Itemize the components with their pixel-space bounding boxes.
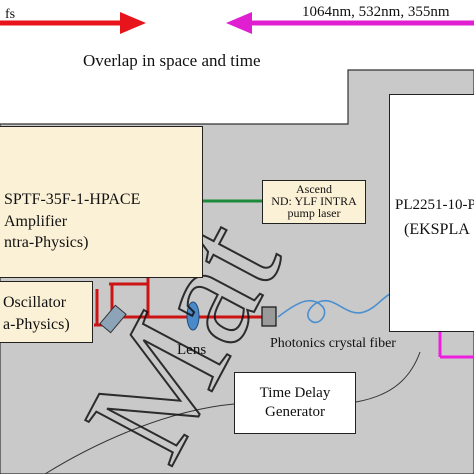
lens-label: Lens [177, 342, 207, 358]
fiber-coupler-icon [261, 306, 277, 327]
delay-cable-left [44, 403, 235, 474]
ekspla-model: PL2251-10-P [395, 197, 474, 213]
wavelength-label: 1064nm, 532nm, 355nm [302, 4, 450, 20]
pump-laser-name: Ascend [296, 182, 332, 196]
pump-laser-type: ND: YLF INTRA [271, 194, 357, 208]
lens-icon [186, 301, 200, 331]
oscillator-box: Oscillator a-Physics) [0, 281, 93, 343]
overlap-label: Overlap in space and time [83, 51, 261, 70]
ekspla-laser-box: PL2251-10-P (EKSPLA [389, 94, 474, 332]
time-delay-generator-box: Time Delay Generator [234, 372, 356, 434]
delay-generator-line2: Generator [265, 404, 325, 420]
amplifier-label: Amplifier [4, 213, 68, 230]
pulse-duration-label: fs [5, 7, 16, 22]
ekspla-maker: (EKSPLA [404, 221, 470, 238]
oscillator-label: Oscillator [3, 294, 67, 311]
magenta-beam [438, 332, 474, 359]
oscillator-maker: a-Physics) [3, 316, 70, 333]
fiber-label: Photonics crystal fiber [270, 336, 396, 351]
delay-cable-right [355, 351, 421, 403]
mirror-icon [99, 304, 127, 334]
amplifier-box: SPTF-35F-1-HPACE Amplifier ntra-Physics) [0, 126, 203, 278]
top-left-red-arrow [0, 12, 146, 34]
delay-generator-line1: Time Delay [259, 385, 331, 401]
pump-laser-desc: pump laser [287, 206, 341, 220]
amplifier-model: SPTF-35F-1-HPACE [4, 191, 141, 208]
pump-laser-box: Ascend ND: YLF INTRA pump laser [262, 180, 366, 224]
photonic-crystal-fiber [277, 293, 391, 324]
top-right-magenta-arrow [226, 12, 474, 34]
amplifier-maker: ntra-Physics) [4, 234, 89, 251]
